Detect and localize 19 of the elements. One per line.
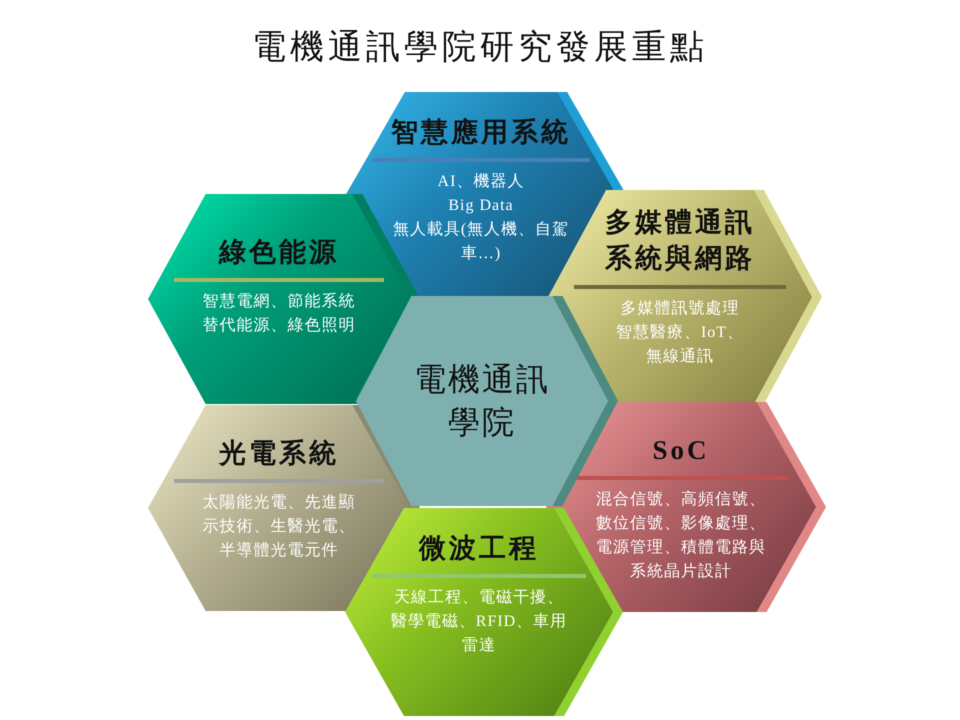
topic-text: 無人載具(無人機、自駕車…): [392, 220, 570, 264]
topic-text: 混合信號、高頻信號、數位信號、影像處理、電源管理、積體電路與系統晶片設計: [595, 490, 767, 582]
hexagon-tile: [548, 190, 822, 404]
hexagon-heading: 智慧應用系統: [390, 116, 572, 149]
hexagon-heading: 光電系統: [217, 437, 340, 470]
topic-text: 智慧電網、節能系統: [202, 292, 356, 312]
topic-text: 智慧醫療、IoT、無線通訊: [614, 322, 746, 367]
center-title: 電機通訊學院: [413, 360, 551, 442]
hexagon-heading: 多媒體通訊系統與網路: [604, 206, 756, 276]
topic-text: 天線工程、電磁干擾、醫學電磁、RFID、車用雷達: [390, 588, 568, 656]
topic-text: Big Data: [447, 196, 515, 216]
title: 電機通訊學院研究發展重點: [252, 28, 708, 68]
hexagon-heading: 綠色能源: [217, 236, 340, 269]
hexagon-heading: 微波工程: [418, 532, 540, 565]
hexagon-heading: SoC: [651, 434, 710, 467]
topic-text: 多媒體訊號處理: [620, 298, 740, 319]
topic-text: AI、機器人: [436, 172, 526, 192]
topic-text: 替代能源、綠色照明: [202, 316, 356, 336]
topic-text: 太陽能光電、先進顯示技術、生醫光電、半導體光電元件: [202, 492, 356, 562]
